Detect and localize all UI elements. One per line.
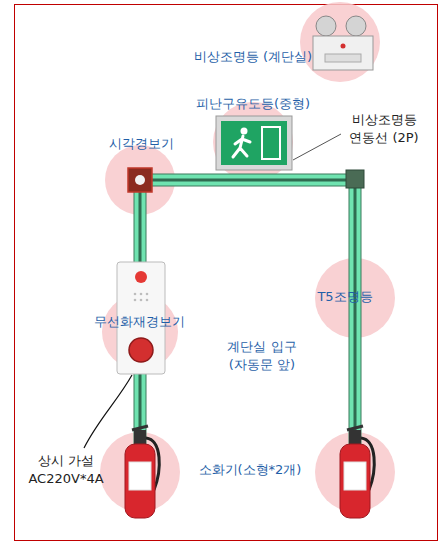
page-border — [15, 5, 438, 541]
emergency-light — [313, 16, 373, 70]
fire-extinguisher — [340, 426, 374, 518]
extinguisher-body — [340, 444, 370, 518]
part-label: 소화기(소형*2개) — [199, 461, 302, 479]
lamp-head — [346, 16, 366, 36]
lamp-body — [313, 36, 373, 70]
part-label: 무선화재경보기 — [94, 313, 185, 331]
sign-door — [262, 127, 280, 159]
extinguisher-handle — [132, 426, 148, 430]
alarm-lens — [135, 175, 145, 185]
part-label: 계단실 입구 (자동문 앞) — [220, 338, 304, 373]
lamp-plate — [325, 54, 361, 62]
part-label: T5조명등 — [317, 288, 372, 306]
part-label: 비상조명등 연동선 (2P) — [344, 111, 424, 146]
frame-corner — [346, 170, 364, 188]
extinguisher-plate — [344, 462, 366, 490]
lamp-indicator — [341, 44, 346, 49]
lamp-head — [316, 16, 336, 36]
part-label: 피난구유도등(중형) — [196, 95, 310, 113]
part-label: 시각경보기 — [109, 135, 174, 153]
light-tube — [349, 176, 361, 446]
exit-sign — [216, 116, 292, 170]
light-tube — [134, 174, 361, 186]
grille-dot — [134, 293, 137, 296]
part-label: 비상조명등 (계단실) — [194, 48, 312, 66]
runner-head — [241, 128, 248, 135]
part-label: 상시 가설 AC220V*4A — [24, 452, 108, 487]
grille-dot — [146, 299, 149, 302]
alarm-housing — [128, 168, 152, 192]
alarm-button — [129, 338, 153, 362]
highlight-circle — [300, 2, 380, 82]
extinguisher-plate — [129, 462, 151, 490]
runner-body — [233, 136, 250, 157]
speaker-grille — [134, 293, 149, 302]
grille-dot — [134, 299, 137, 302]
sign-face — [221, 121, 287, 165]
sign-frame — [216, 116, 292, 170]
extinguisher-handle — [347, 426, 363, 430]
grille-dot — [140, 299, 143, 302]
extinguisher-body — [125, 444, 155, 518]
grille-dot — [140, 293, 143, 296]
t5-light-frame — [134, 170, 364, 446]
highlight-circle — [213, 102, 293, 182]
tube-core — [134, 179, 361, 182]
power-cable — [84, 375, 132, 448]
tube-core — [354, 176, 357, 446]
visual-alarm-device — [128, 168, 152, 192]
leader-line — [293, 134, 341, 160]
fire-extinguisher — [125, 426, 159, 518]
highlight-circles — [100, 2, 395, 512]
alarm-lamp — [135, 271, 147, 283]
grille-dot — [146, 293, 149, 296]
